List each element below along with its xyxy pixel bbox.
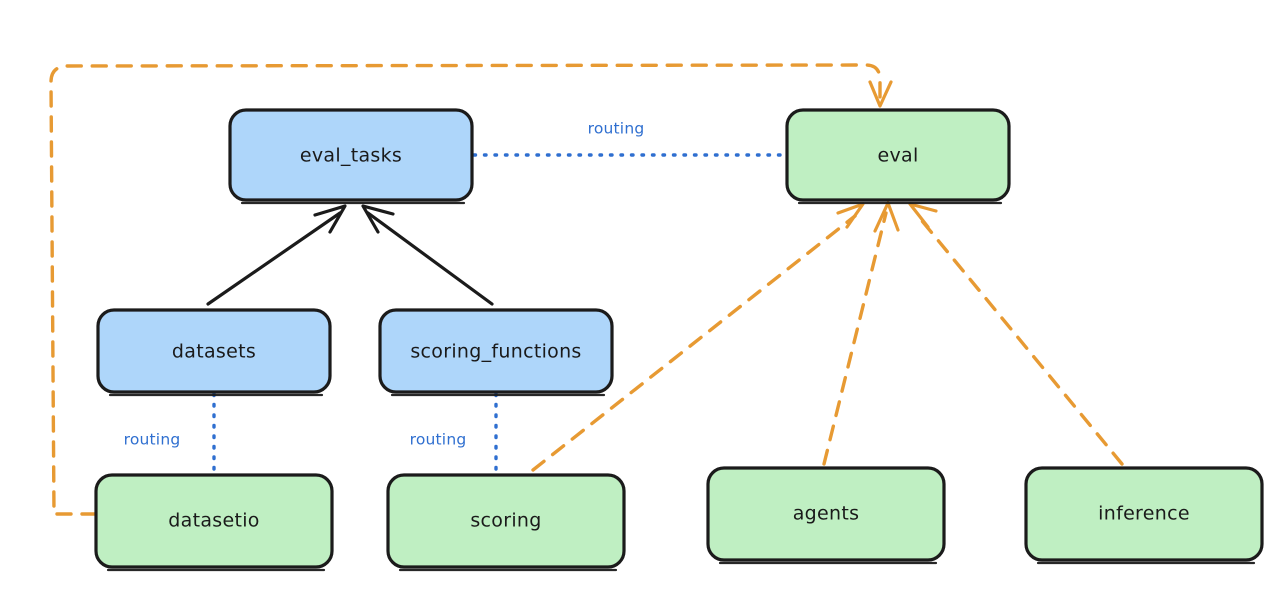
edge-inference-to-eval	[916, 214, 1124, 466]
edge-datasetio-to-eval	[49, 63, 882, 516]
edge-scoring-functions-to-eval-tasks	[366, 211, 494, 306]
node-datasetio-label: datasetio	[168, 510, 259, 532]
edge-labels-group: routing routing routing	[124, 120, 645, 449]
edge-datasets-to-eval-tasks	[206, 211, 342, 306]
node-inference[interactable]: inference	[1024, 466, 1264, 565]
node-scoring-functions[interactable]: scoring_functions	[378, 308, 614, 397]
arrowhead-scoring-to-eval	[836, 202, 865, 229]
node-eval-tasks-label: eval_tasks	[300, 145, 402, 167]
edge-label-routing-top: routing	[588, 120, 645, 138]
routing-edges-group	[212, 153, 787, 475]
arrowhead-datasets-to-eval-tasks	[313, 204, 347, 234]
edge-scoring-to-eval	[531, 214, 857, 472]
node-eval[interactable]: eval	[785, 108, 1011, 205]
node-eval-tasks-box[interactable]	[228, 108, 474, 202]
node-eval-tasks[interactable]: eval_tasks	[228, 108, 474, 205]
node-inference-label: inference	[1098, 503, 1190, 525]
composition-edges-group	[206, 204, 494, 306]
node-inference-box[interactable]	[1024, 466, 1264, 562]
arrowhead-datasetio-to-eval	[868, 80, 893, 108]
edge-label-routing-middle: routing	[410, 431, 467, 449]
node-datasets[interactable]: datasets	[96, 308, 332, 397]
arrowhead-scoring-functions-to-eval-tasks	[361, 204, 395, 234]
node-agents[interactable]: agents	[706, 466, 946, 565]
node-eval-label: eval	[877, 145, 918, 167]
node-datasets-box[interactable]	[96, 308, 332, 394]
node-scoring-box[interactable]	[386, 473, 626, 569]
edge-agents-to-eval	[822, 211, 888, 466]
node-agents-label: agents	[793, 503, 860, 525]
edge-label-routing-left: routing	[124, 431, 181, 449]
node-datasetio[interactable]: datasetio	[94, 473, 334, 572]
node-eval-box[interactable]	[785, 108, 1011, 202]
node-scoring[interactable]: scoring	[386, 473, 626, 572]
node-scoring-label: scoring	[470, 510, 541, 532]
node-scoring-functions-box[interactable]	[378, 308, 614, 394]
nodes-group: eval_tasks eval datasets scoring_functio…	[94, 108, 1264, 572]
node-datasets-label: datasets	[172, 341, 256, 363]
node-datasetio-box[interactable]	[94, 473, 334, 569]
node-scoring-functions-label: scoring_functions	[410, 341, 581, 363]
node-agents-box[interactable]	[706, 466, 946, 562]
